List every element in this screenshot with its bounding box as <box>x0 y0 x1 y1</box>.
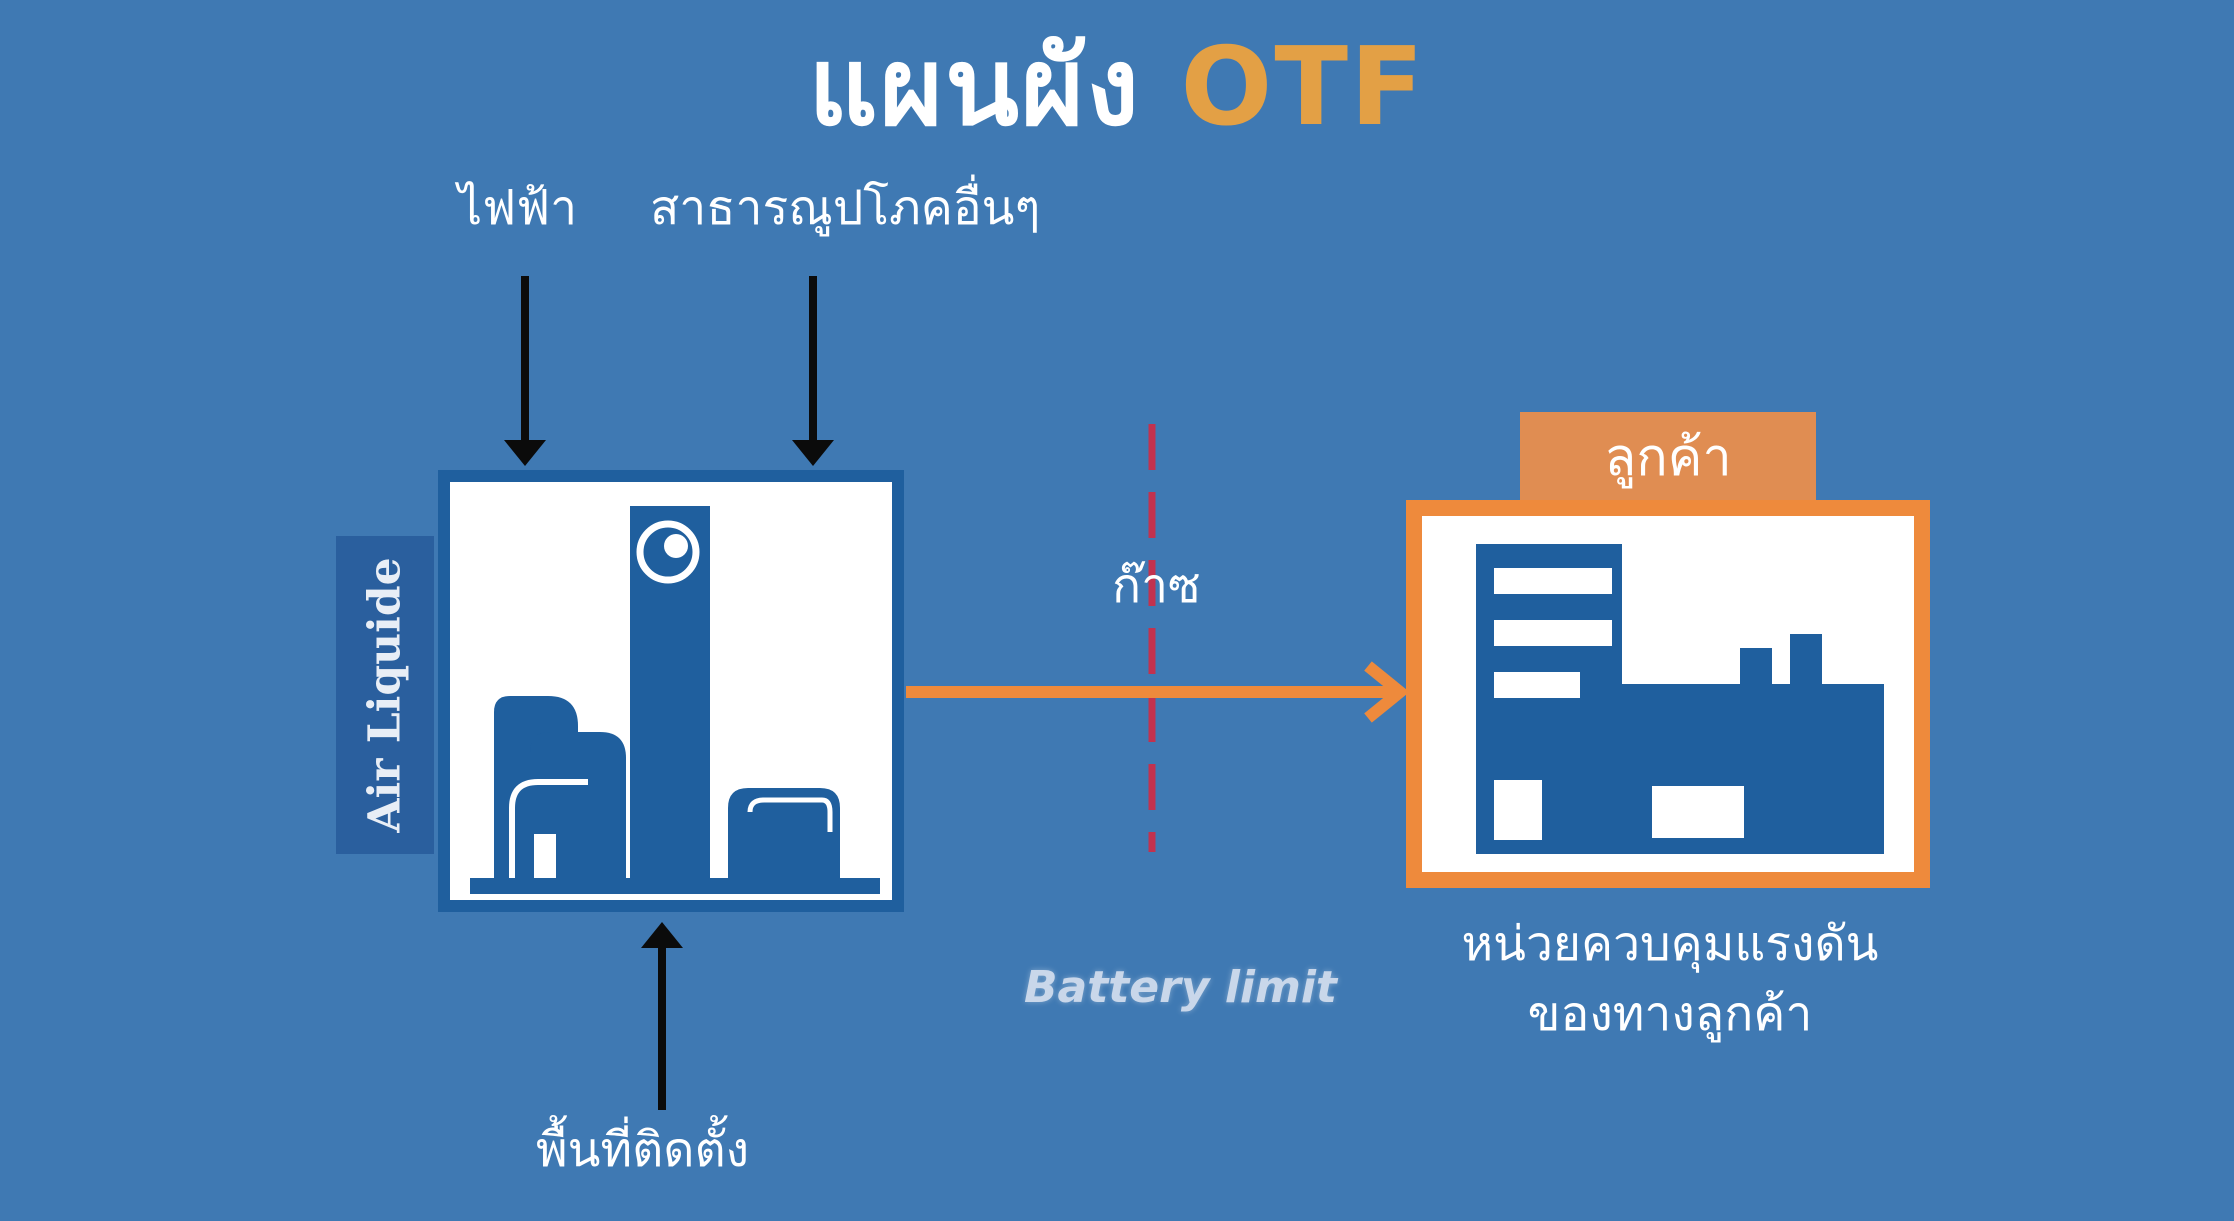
electricity-arrow <box>504 276 546 466</box>
gas-flow-arrow <box>906 661 1410 723</box>
gas-label: ก๊าซ <box>1112 558 1201 614</box>
customer-caption-line1: หน่วยควบคุมแรงดัน <box>1461 916 1879 972</box>
utilities-arrow <box>792 276 834 466</box>
customer-box <box>1406 500 1930 888</box>
factory-icon <box>1476 544 1884 854</box>
customer-tab: ลูกค้า <box>1520 412 1816 504</box>
brand-tab: Air Liquide <box>336 536 434 854</box>
input-label-site: พื้นที่ติดตั้ง <box>536 1122 750 1178</box>
input-label-utilities: สาธารณูปโภคอื่นๆ <box>650 180 1041 236</box>
air-separation-plant-icon <box>470 506 880 894</box>
title-prefix: แผนผัง <box>808 25 1141 150</box>
site-arrow <box>641 922 683 1110</box>
customer-caption-line2: ของทางลูกค้า <box>1527 986 1813 1042</box>
plant-box <box>438 470 904 912</box>
title-accent: OTF <box>1180 25 1426 150</box>
customer-tab-label: ลูกค้า <box>1604 428 1732 488</box>
brand-label: Air Liquide <box>359 557 411 833</box>
input-label-electricity: ไฟฟ้า <box>458 180 578 236</box>
diagram-title: แผนผัง OTF <box>0 18 2234 158</box>
battery-limit-label: Battery limit <box>1024 962 1337 1013</box>
